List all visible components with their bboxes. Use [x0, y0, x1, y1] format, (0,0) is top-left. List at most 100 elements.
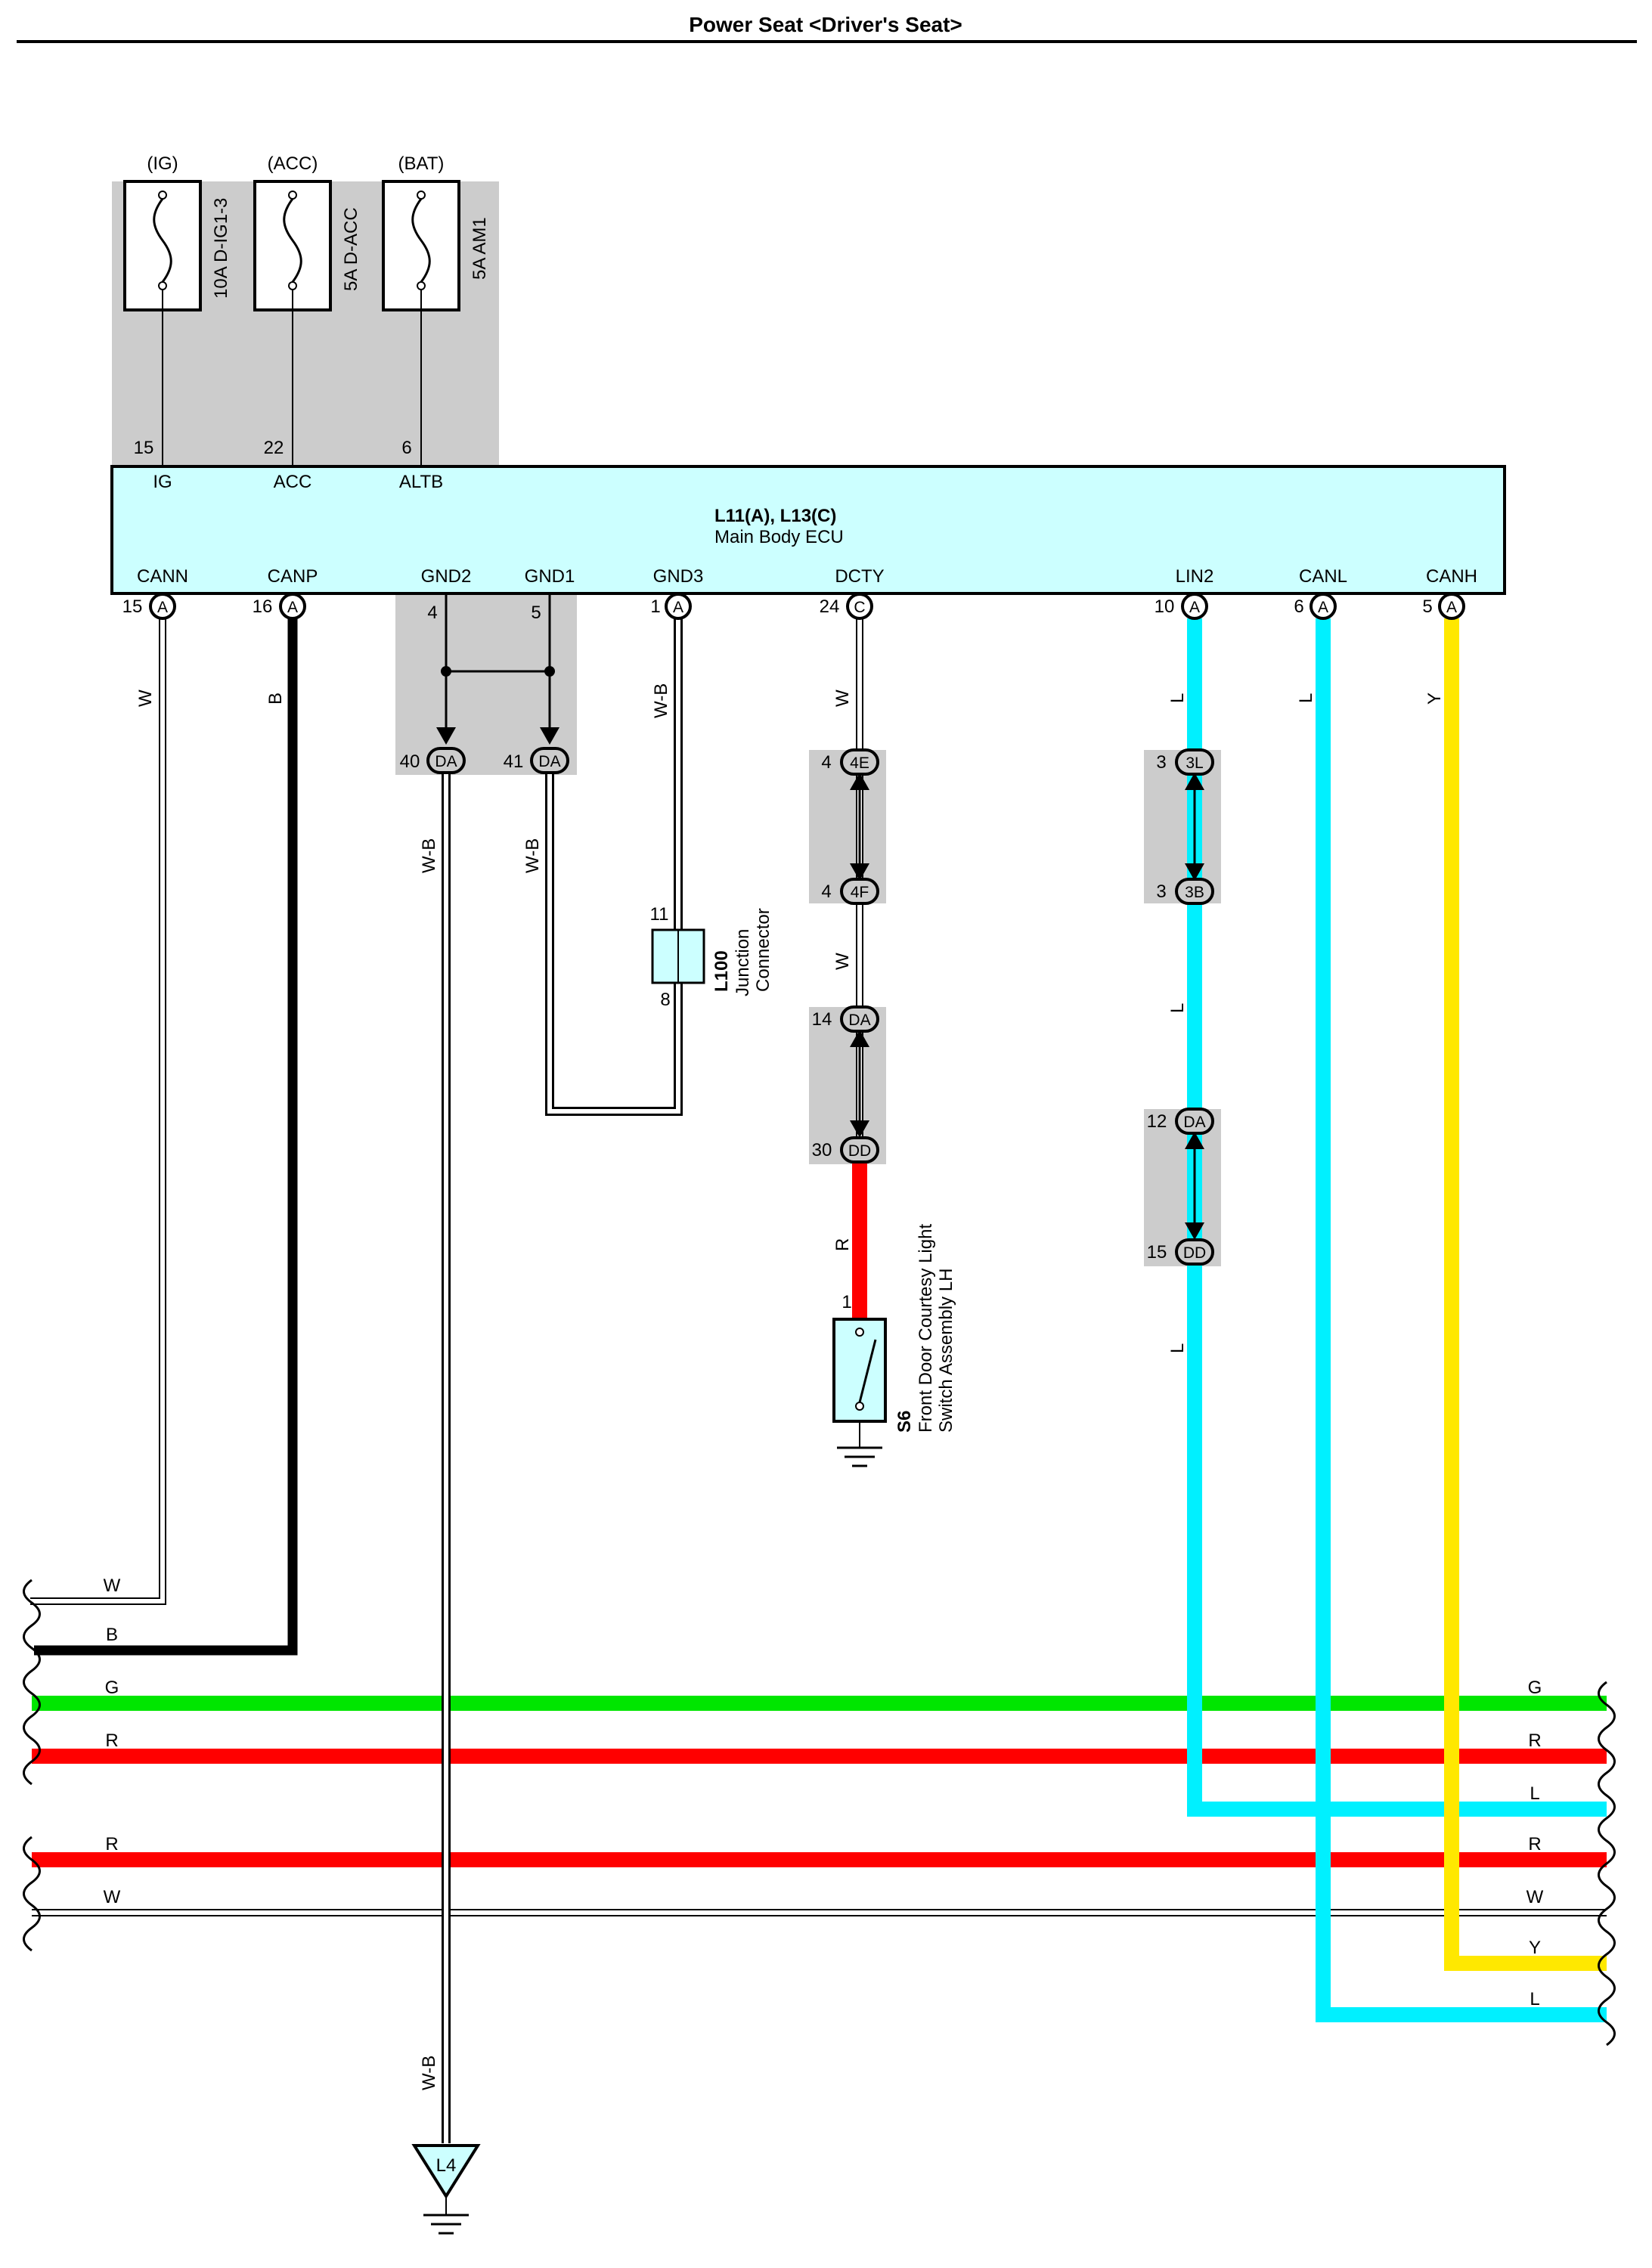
ecu-terminal-dcty: DCTY — [835, 566, 884, 587]
junction-pin-top: 11 — [650, 904, 669, 925]
svg-text:A: A — [157, 599, 168, 616]
svg-text:40: 40 — [400, 751, 420, 772]
bus-right-label-r2: R — [1528, 1834, 1541, 1854]
label-lin2-color: L — [1167, 693, 1188, 703]
ground-id: L4 — [436, 2155, 457, 2176]
junction-id: L100 — [711, 950, 732, 992]
wire-canl — [1316, 618, 1607, 2022]
bus-right-label-w: W — [1526, 1887, 1544, 1907]
switch-name2: Switch Assembly LH — [936, 1269, 956, 1433]
bus-left-label-r1: R — [105, 1730, 118, 1751]
junction-connector-l100: 11 8 L100 Junction Connector — [650, 904, 773, 1010]
label-da41-color: W-B — [522, 838, 543, 873]
connector-12-da: DA 12 — [1147, 1108, 1214, 1135]
ecu-terminal-gnd1: GND1 — [525, 566, 575, 587]
fuse-acc-term-bottom — [288, 281, 297, 290]
connector-3-3b: 3B 3 — [1156, 878, 1214, 905]
dcty-connector-arrows — [850, 773, 869, 1138]
svg-text:4: 4 — [821, 752, 831, 773]
connector-4-4e: 4E 4 — [821, 748, 879, 776]
ecu-connector-ids: L11(A), L13(C) — [714, 506, 836, 526]
label-lin2-mid-color: L — [1167, 1003, 1188, 1013]
svg-text:15: 15 — [1147, 1242, 1167, 1263]
svg-text:16: 16 — [253, 596, 273, 617]
fuse-ig-label: 10A D-IG1-3 — [211, 198, 231, 299]
wire-canh — [1444, 618, 1607, 1971]
connector-40-da: DA 40 — [400, 747, 466, 774]
bus-right-label-l2: L — [1530, 1989, 1539, 2009]
junction-name2: Connector — [753, 908, 773, 992]
fuse-bat-term-bottom — [417, 281, 426, 290]
svg-text:14: 14 — [812, 1009, 832, 1030]
label-canh-color: Y — [1424, 692, 1445, 705]
wire-gnd2-gnd1 — [436, 595, 559, 745]
switch-s6: 1 S6 Front Door Courtesy Light Switch As… — [832, 1224, 956, 1467]
svg-text:DD: DD — [1183, 1244, 1206, 1262]
connector-4-4f: 4F 4 — [821, 878, 879, 905]
svg-text:DD: DD — [848, 1142, 871, 1160]
wire-cann — [30, 618, 166, 1605]
ecu-pin-gnd1: 5 — [531, 603, 541, 623]
fuse-acc-term-top — [288, 191, 297, 200]
bus-left-label-g: G — [105, 1678, 119, 1698]
ecu-terminal-canh: CANH — [1426, 566, 1477, 587]
fuse-bat: (BAT) 5A AM1 6 — [382, 153, 490, 465]
label-lin2-low-color: L — [1167, 1343, 1188, 1353]
bus-left-label-b: B — [106, 1625, 118, 1645]
fuse-ig: (IG) 10A D-IG1-3 15 — [123, 153, 231, 465]
svg-text:41: 41 — [504, 751, 524, 772]
fuse-source-acc: (ACC) — [268, 153, 318, 174]
svg-text:A: A — [1446, 599, 1457, 616]
svg-text:DA: DA — [1183, 1114, 1205, 1131]
bus-right-label-y: Y — [1529, 1938, 1541, 1958]
page-title: Power Seat <Driver's Seat> — [689, 13, 962, 36]
svg-text:5: 5 — [1422, 596, 1432, 617]
ground-l4: L4 — [411, 2144, 481, 2235]
ecu-pin-dcty: C 24 — [820, 593, 873, 620]
svg-text:3: 3 — [1156, 881, 1166, 902]
svg-text:1: 1 — [650, 596, 660, 617]
ecu-pin-cann: A 15 — [122, 593, 176, 620]
bus-left-label-w2: W — [104, 1887, 121, 1907]
svg-text:A: A — [1189, 599, 1200, 616]
ecu-terminal-canp: CANP — [268, 566, 318, 587]
fuse-ig-term-bottom — [158, 281, 167, 290]
svg-text:DA: DA — [435, 753, 457, 770]
svg-text:6: 6 — [1294, 596, 1303, 617]
svg-text:3B: 3B — [1185, 884, 1204, 901]
svg-text:4: 4 — [821, 881, 831, 902]
junction-name: Junction — [733, 929, 753, 996]
main-body-ecu-box — [110, 465, 1506, 595]
ecu-terminal-canl: CANL — [1299, 566, 1347, 587]
svg-text:DA: DA — [538, 753, 560, 770]
ecu-terminal-altb: ALTB — [399, 472, 443, 492]
svg-text:24: 24 — [820, 596, 840, 617]
bus-left-label-r2: R — [105, 1834, 118, 1854]
svg-text:A: A — [287, 599, 298, 616]
ground-splice-area — [395, 595, 577, 775]
bus-right-label-l1: L — [1530, 1783, 1539, 1804]
ecu-pin-gnd3: A 1 — [650, 593, 692, 620]
connector-30-dd: DD 30 — [812, 1136, 879, 1163]
label-dcty-red-color: R — [832, 1238, 853, 1251]
switch-id: S6 — [894, 1411, 915, 1433]
label-cann-color: W — [135, 689, 156, 707]
svg-text:A: A — [673, 599, 683, 616]
ecu-pin-canp: A 16 — [253, 593, 306, 620]
connector-3-3l: 3L 3 — [1156, 748, 1214, 776]
label-canp-color: B — [265, 692, 286, 705]
bus-left-label-w: W — [104, 1576, 121, 1596]
fuse-acc-pin: 22 — [264, 438, 284, 458]
fuse-acc-label: 5A D-ACC — [341, 207, 361, 291]
label-ground-color: W-B — [419, 2056, 439, 2090]
switch-name: Front Door Courtesy Light — [916, 1224, 936, 1433]
right-break-marks — [1598, 1681, 1616, 2046]
ecu-terminal-lin2: LIN2 — [1176, 566, 1214, 587]
ecu-terminal-gnd3: GND3 — [653, 566, 704, 587]
bus-right-label-g: G — [1528, 1678, 1542, 1698]
connector-4e-4f-area — [809, 750, 886, 903]
lin2-connector-arrows — [1185, 773, 1204, 1240]
switch-pin: 1 — [841, 1292, 851, 1312]
fuse-ig-term-top — [158, 191, 167, 200]
fuse-source-ig: (IG) — [147, 153, 178, 174]
